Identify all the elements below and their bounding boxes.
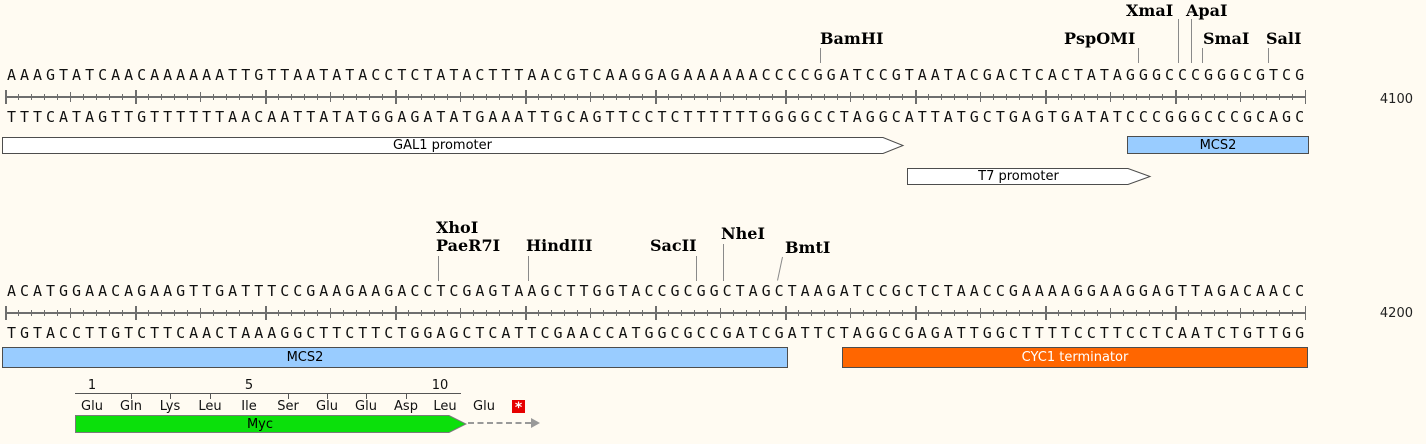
residue-tick (288, 394, 289, 399)
residue-3-lys: Lys (159, 399, 181, 414)
cut-tick-apai (1191, 19, 1192, 63)
cut-tick-sali (1268, 48, 1269, 63)
residue-tick (366, 394, 367, 399)
enzyme-label-apai[interactable]: ApaI (1186, 1, 1228, 20)
residue-number-1: 1 (87, 378, 97, 393)
position-label-4100: 4100 (1379, 92, 1413, 107)
enzyme-label-nhei[interactable]: NheI (721, 224, 765, 243)
residue-number-10: 10 (431, 378, 449, 393)
enzyme-label-xmai[interactable]: XmaI (1126, 1, 1174, 20)
annotation-cyc1-terminator[interactable]: CYC1 terminator (842, 347, 1308, 368)
annotation-myc-tag[interactable]: Myc (75, 414, 468, 434)
annotation-gal1-promoter[interactable]: GAL1 promoter (2, 136, 905, 155)
cut-tick-pspomi (1138, 48, 1139, 63)
residue-tick (327, 394, 328, 399)
enzyme-label-paer7i[interactable]: PaeR7I (436, 236, 501, 255)
stop-codon-marker: * (512, 400, 525, 416)
enzyme-label-pspomi[interactable]: PspOMI (1064, 29, 1136, 48)
annotation-mcs2-row1[interactable]: MCS2 (1127, 136, 1309, 154)
position-label-4200: 4200 (1379, 306, 1413, 321)
enzyme-label-sacii[interactable]: SacII (650, 236, 697, 255)
bottom-strand-row1[interactable]: TTTCATAGTTGTTTTTTAACAATTATATGGAGATATGAAA… (7, 108, 1309, 126)
residue-number-5: 5 (244, 378, 254, 393)
residue-8-glu: Glu (355, 399, 377, 414)
residue-9-asp: Asp (394, 399, 418, 414)
enzyme-label-bamhi[interactable]: BamHI (820, 29, 884, 48)
residue-7-glu: Glu (316, 399, 338, 414)
top-strand-row2[interactable]: ACATGGAACAGAAGTTGATTTCCGAAGAAGACCTCGAGTA… (7, 282, 1309, 300)
cut-tick-xhoi-paer7i (438, 256, 439, 281)
promoter-arrow-shape (907, 168, 1152, 185)
residue-4-leu: Leu (198, 399, 222, 414)
tag-arrow-shape (75, 415, 468, 433)
reading-frame-dashed-line (468, 422, 531, 424)
cut-tick-hindiii (528, 256, 529, 281)
annotation-label: Myc (246, 417, 274, 432)
cut-tick-bamhi (820, 48, 821, 63)
residue-2-gln: Gln (120, 399, 142, 414)
annotation-mcs2-row2[interactable]: MCS2 (2, 347, 788, 368)
residue-ruler-line (75, 393, 461, 394)
cut-tick-smai (1202, 48, 1203, 63)
residue-5-ile: Ile (241, 399, 257, 414)
cut-tick-bmti (777, 256, 783, 281)
cut-tick-sacii (696, 256, 697, 281)
enzyme-label-hindiii[interactable]: HindIII (526, 236, 593, 255)
residue-10-leu: Leu (433, 399, 457, 414)
cut-tick-xmai (1178, 19, 1179, 63)
promoter-arrow-shape (2, 137, 905, 154)
annotation-label: MCS2 (1199, 137, 1237, 153)
residue-1-glu: Glu (81, 399, 103, 414)
enzyme-label-xhoi[interactable]: XhoI (436, 218, 479, 237)
annotation-label: CYC1 terminator (1021, 350, 1129, 365)
annotation-label: T7 promoter (978, 169, 1059, 184)
annotation-label: GAL1 promoter (393, 138, 492, 153)
reading-frame-arrowhead-icon (531, 418, 540, 428)
bottom-strand-row2[interactable]: TGTACCTTGTCTTCAACTAAAGGCTTCTTCTGGAGCTCAT… (7, 324, 1309, 342)
annotation-label: MCS2 (286, 350, 324, 365)
residue-6-ser: Ser (277, 399, 299, 414)
top-strand-row1[interactable]: AAAGTATCAACAAAAAATTGTTAATATACCTCTATACTTT… (7, 66, 1309, 84)
bp-ruler-row1 (5, 89, 1306, 105)
residue-tick (170, 394, 171, 399)
residue-11-glu: Glu (473, 399, 495, 414)
cut-tick-nhei (723, 244, 724, 281)
residue-tick (406, 394, 407, 399)
enzyme-label-bmti[interactable]: BmtI (785, 238, 831, 257)
enzyme-label-sali[interactable]: SalI (1266, 29, 1302, 48)
residue-tick (210, 394, 211, 399)
annotation-t7-promoter[interactable]: T7 promoter (907, 167, 1152, 186)
bp-ruler-row2 (5, 305, 1306, 321)
residue-tick (131, 394, 132, 399)
enzyme-label-smai[interactable]: SmaI (1203, 29, 1250, 48)
